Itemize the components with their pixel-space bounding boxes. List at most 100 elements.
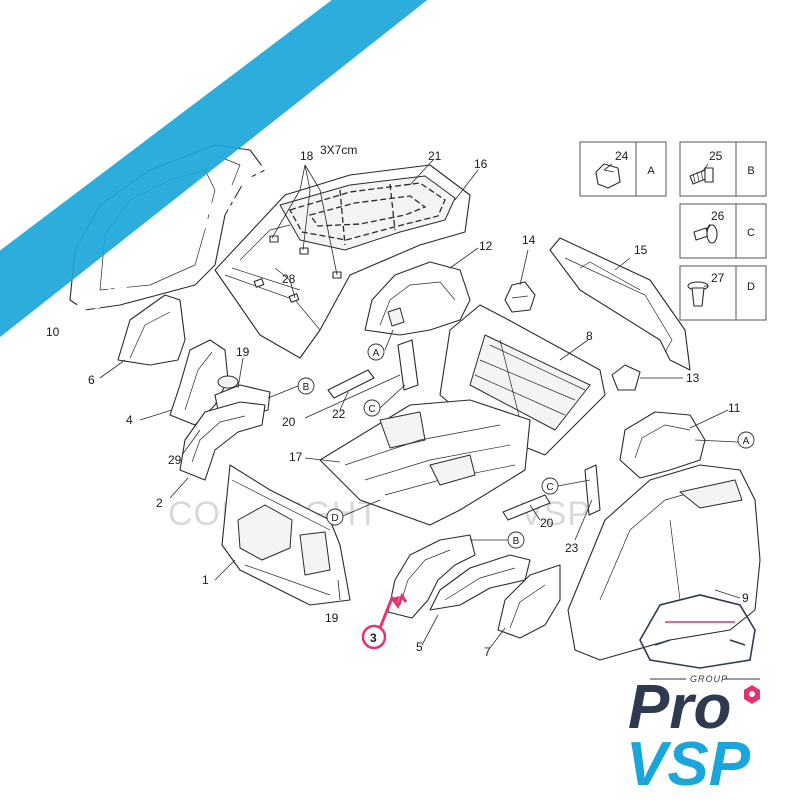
part-6-front-wing — [117, 294, 186, 366]
legend-box-27: 27 D — [679, 265, 767, 321]
leader-8 — [559, 339, 589, 361]
part-15-rear-frame — [549, 237, 691, 371]
leader-17 — [304, 457, 341, 463]
leader-6 — [99, 359, 126, 379]
label-17: 17 — [289, 450, 303, 464]
svg-text:GROUP: GROUP — [690, 674, 728, 684]
part-7-rear-wing — [497, 564, 561, 639]
rivet-icon — [693, 224, 718, 244]
leader-5 — [421, 614, 439, 646]
label-19-upper: 19 — [236, 345, 250, 359]
part-1-front-bulkhead — [221, 464, 351, 606]
part-16-roof-panel — [214, 164, 471, 359]
leader-18 — [271, 164, 338, 276]
part-17-central-floor — [319, 399, 531, 526]
leader-2 — [169, 477, 189, 499]
ref-d: D — [326, 499, 381, 526]
label-8: 8 — [586, 329, 593, 343]
leader-11 — [689, 409, 729, 429]
label-2: 2 — [156, 496, 163, 510]
label-9: 9 — [742, 591, 749, 605]
label-23: 23 — [565, 541, 579, 555]
leader-23 — [574, 499, 593, 541]
highlight-part-3: 3 — [361, 624, 387, 650]
label-28: 28 — [282, 272, 296, 286]
part-20-strip-right — [502, 494, 551, 521]
legend-box-25: 25 B — [679, 141, 767, 197]
leader-7 — [489, 627, 506, 649]
part-22-strip — [327, 369, 375, 399]
screw-icon — [689, 167, 714, 185]
part-2-wheel-arch — [179, 401, 266, 481]
label-15: 15 — [634, 243, 648, 257]
highlight-arrow — [378, 592, 408, 629]
label-10: 10 — [46, 325, 60, 339]
ref-c-right: C — [541, 477, 591, 495]
svg-text:3: 3 — [370, 631, 377, 645]
leader-4 — [139, 409, 173, 421]
ref-c-left: C — [363, 384, 406, 417]
leader-19-lower — [337, 579, 341, 601]
label-12: 12 — [479, 239, 493, 253]
legend-box-24: 24 A — [579, 141, 667, 197]
provsp-logo: GROUP Pro VSP — [626, 594, 760, 799]
highlight-arrowhead — [392, 596, 400, 606]
svg-text:C: C — [546, 482, 553, 493]
legend-leader-25 — [701, 163, 709, 173]
clip-icon — [595, 163, 621, 189]
leader-15 — [614, 257, 631, 271]
svg-text:A: A — [373, 348, 380, 359]
part-9-side-panel-right — [567, 464, 761, 661]
leader-20-right — [529, 504, 541, 521]
svg-text:B: B — [303, 382, 310, 393]
label-5: 5 — [416, 640, 423, 654]
leader-1 — [214, 559, 236, 581]
svg-text:Pro: Pro — [628, 673, 731, 742]
leader-9 — [714, 589, 741, 599]
svg-text:C: C — [747, 227, 755, 239]
part-5-arch-reinforcement — [429, 554, 531, 611]
roof-dimension-label: 3X7cm — [320, 143, 357, 157]
svg-text:25: 25 — [709, 149, 723, 163]
label-16: 16 — [474, 157, 488, 171]
leader-21 — [409, 159, 434, 186]
label-4: 4 — [126, 413, 133, 427]
label-13: 13 — [686, 371, 700, 385]
label-7: 7 — [484, 645, 491, 659]
svg-text:A: A — [647, 165, 655, 177]
svg-text:27: 27 — [711, 271, 725, 285]
label-1: 1 — [202, 573, 209, 587]
svg-text:C: C — [368, 404, 375, 415]
part-14-bracket — [504, 281, 536, 313]
label-11: 11 — [728, 401, 741, 415]
leader-14 — [519, 249, 529, 286]
svg-text:B: B — [747, 165, 754, 177]
label-18: 18 — [300, 149, 314, 163]
label-6: 6 — [88, 373, 95, 387]
svg-text:D: D — [331, 513, 338, 524]
legend-leader-26 — [705, 223, 711, 231]
part-3-wheel-arch-panel — [387, 534, 476, 619]
part-4-pillar-reinforcement — [169, 339, 239, 426]
svg-text:B: B — [513, 536, 520, 547]
ref-a-lower: A — [694, 431, 755, 449]
svg-text:D: D — [747, 281, 755, 293]
svg-text:26: 26 — [711, 209, 725, 223]
part-12-wheel-arch-liner — [364, 261, 471, 336]
label-22: 22 — [332, 407, 346, 421]
leader-28 — [274, 267, 296, 299]
car-outline-icon — [639, 594, 756, 669]
ref-b-lower: B — [470, 531, 525, 549]
label-20-left: 20 — [282, 415, 296, 429]
label-20-right: 20 — [540, 516, 554, 530]
part-20-strip-left — [397, 339, 419, 391]
part-11-wheel-arch-liner — [619, 411, 706, 479]
legend-leader-24 — [603, 163, 613, 171]
svg-text:A: A — [743, 436, 750, 447]
plug-icon — [687, 281, 709, 307]
ref-a-upper: A — [367, 329, 394, 361]
leader-16 — [454, 169, 479, 201]
label-29: 29 — [168, 453, 182, 467]
label-14: 14 — [522, 233, 536, 247]
